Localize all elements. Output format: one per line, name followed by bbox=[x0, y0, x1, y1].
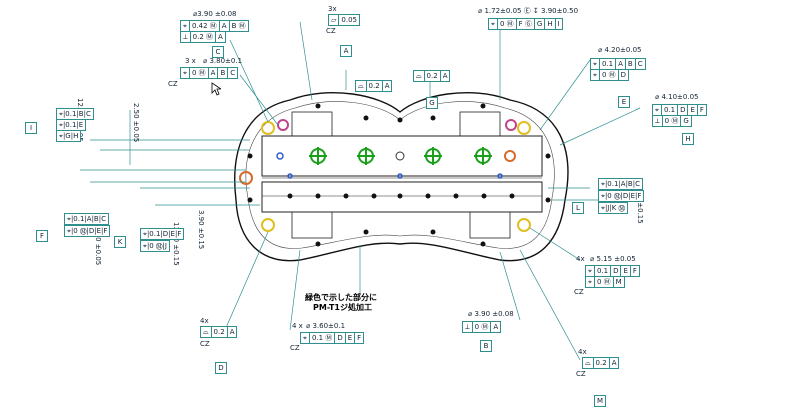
datum-k: K bbox=[114, 236, 126, 248]
datum-g: G bbox=[426, 97, 438, 109]
left2-fcf-r2: ⌖|0 Ⓜ|D|E|F bbox=[64, 225, 111, 237]
bottom-left-qty: 4x bbox=[200, 317, 209, 325]
bottom-left2-qty: 4 x bbox=[292, 322, 303, 330]
top-center-fcf: ⏥0.05 bbox=[328, 14, 360, 26]
hole-orange-right bbox=[504, 150, 516, 162]
hole-pink-l bbox=[277, 119, 289, 131]
datum-f: F bbox=[36, 230, 48, 242]
hole-pink-r bbox=[505, 119, 517, 131]
part-inner-outline bbox=[245, 101, 555, 249]
top-right-dim: ⌀ 1.72±0.05 Ⓔ ↧ 3.90±0.50 bbox=[478, 7, 579, 15]
right1-dim: ⌀ 4.20±0.05 bbox=[598, 46, 642, 54]
right3-fcf-r3: ⌖|J|K Ⓜ bbox=[598, 202, 629, 214]
datum-d: D bbox=[215, 362, 227, 374]
right3-fcf-r1: ⌖|0.1|A|B|C bbox=[598, 178, 643, 190]
left-fcf-r3: ⌖|G|H bbox=[56, 130, 82, 142]
note-line1: 緑色で示した部分に bbox=[305, 293, 377, 302]
mouse-cursor-icon bbox=[211, 82, 221, 96]
leader-lines bbox=[80, 20, 641, 361]
datum-b: B bbox=[480, 340, 492, 352]
hole-yellow-tl bbox=[261, 121, 275, 135]
mid-left-cz: CZ bbox=[168, 80, 178, 88]
datum-l: L bbox=[572, 202, 584, 214]
hole-blue-1 bbox=[276, 152, 284, 160]
pocket-tr bbox=[459, 111, 501, 137]
right4-cz: CZ bbox=[574, 288, 584, 296]
left2-fcf-r1: ⌖|0.1|A|B|C bbox=[64, 213, 109, 225]
pocket-tl bbox=[291, 111, 333, 137]
center-hole bbox=[395, 151, 405, 161]
hole-blue-4 bbox=[497, 173, 503, 179]
datum-i: I bbox=[25, 122, 37, 134]
hole-yellow-tr bbox=[517, 121, 531, 135]
bottom-left2-dim: ⌀ 3.60±0.1 bbox=[306, 322, 346, 330]
hole-orange-left bbox=[239, 171, 253, 185]
hole-blue-3 bbox=[397, 173, 403, 179]
bottom-right-cz: CZ bbox=[576, 370, 586, 378]
mid-left-dim: ⌀ 3.80±0.1 bbox=[203, 57, 243, 65]
left-vert-dim2: 2.50 ±0.05 bbox=[132, 103, 140, 143]
mid-left-qty: 3 x bbox=[185, 57, 196, 65]
bottom-left2-cz: CZ bbox=[290, 344, 300, 352]
upper-rail bbox=[261, 135, 543, 177]
top-left-dim: ⌀3.90 ±0.08 bbox=[193, 10, 237, 18]
pocket-br bbox=[469, 211, 511, 239]
left3-vert-dim2: 3.90 ±0.15 bbox=[197, 210, 205, 250]
top-center-qty: 3x bbox=[328, 5, 337, 13]
bottom-right-qty: 4x bbox=[578, 348, 587, 356]
datum-a-top: A bbox=[340, 45, 352, 57]
hole-blue-2 bbox=[287, 173, 293, 179]
left3-fcf-r2: ⌖|0 Ⓜ|J bbox=[140, 240, 170, 252]
hole-yellow-bl bbox=[261, 218, 275, 232]
left3-fcf-r1: ⌖|0.1|D|E|F bbox=[140, 228, 185, 240]
datum-m: M bbox=[594, 395, 606, 407]
lower-rail bbox=[261, 181, 543, 213]
fastener-holes bbox=[247, 103, 551, 247]
datum-c-top: C bbox=[212, 46, 224, 58]
right3-fcf-r2: ⌖|0 Ⓜ|D|E|F bbox=[598, 190, 645, 202]
bottom-left-cz: CZ bbox=[200, 340, 210, 348]
datum-h: H bbox=[682, 133, 694, 145]
right2-dim: ⌀ 4.10±0.05 bbox=[655, 93, 699, 101]
top-center-cz: CZ bbox=[326, 27, 336, 35]
datum-e: E bbox=[618, 96, 630, 108]
right4-qty: 4x bbox=[576, 255, 585, 263]
right4-dim: ⌀ 5.15 ±0.05 bbox=[590, 255, 636, 263]
note-line2: PM-T1ジ処加工 bbox=[313, 303, 372, 312]
datum-targets-green bbox=[309, 147, 492, 165]
hole-yellow-br bbox=[517, 218, 531, 232]
pocket-bl bbox=[291, 211, 333, 239]
bottom-center-dim: ⌀ 3.90 ±0.08 bbox=[468, 310, 514, 318]
